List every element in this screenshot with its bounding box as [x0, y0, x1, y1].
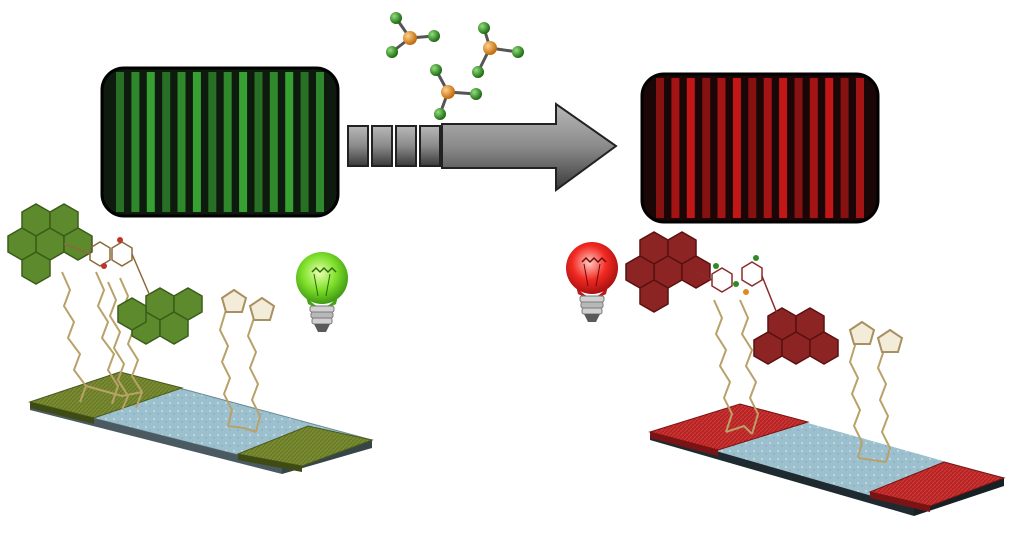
aromatic-cluster-left-top [7, 203, 93, 285]
fluorescence-stripe [223, 72, 232, 212]
fluorescence-stripe [732, 78, 741, 218]
fluorescence-stripe [254, 72, 263, 212]
fluorescence-stripe [794, 78, 803, 218]
fluorescence-stripe [146, 72, 155, 212]
fluorescence-image-red [640, 72, 880, 224]
fluorescence-stripe [162, 72, 171, 212]
fluorescence-stripe [116, 72, 124, 212]
aromatic-cluster-right-bottom [753, 307, 839, 365]
fluorescence-stripe [809, 78, 818, 218]
fluorescence-stripe [686, 78, 695, 218]
fluorescence-stripe [131, 72, 140, 212]
aromatic-cluster-left-bottom [117, 287, 203, 345]
fluorescence-stripe [779, 78, 788, 218]
fluorescence-stripe [300, 72, 309, 212]
fluorescence-stripe [285, 72, 294, 212]
fluorescence-stripes-red [656, 78, 864, 218]
fluorescence-stripe [856, 78, 864, 218]
linker-rings-right [695, 255, 779, 317]
fluorescence-stripe [763, 78, 772, 218]
fluorescence-stripe [208, 72, 217, 212]
fluorescence-stripe [840, 78, 849, 218]
fluorescence-stripe [239, 72, 248, 212]
fluorescence-stripe [702, 78, 711, 218]
fluorescence-stripe [316, 72, 324, 212]
fluorescence-stripe [656, 78, 664, 218]
fluorescence-stripe [825, 78, 834, 218]
electrode-pad-left-1 [28, 371, 184, 424]
tetrahedral-molecule-icon-3 [430, 64, 482, 120]
linker-rings-left [63, 237, 151, 297]
fluorescence-stripe [671, 78, 680, 218]
electrode-pad-right-2 [868, 461, 1006, 512]
electrode-pad-left-2 [236, 425, 374, 472]
fluorescence-image-green [100, 66, 340, 218]
fluorescence-stripe [192, 72, 201, 212]
right-arrow-icon [347, 102, 618, 192]
tetrahedral-molecule-icon-1 [386, 12, 440, 58]
molecular-chains-right [713, 299, 892, 463]
pentagon-headgroups-right [848, 320, 904, 353]
fluorescence-stripe [717, 78, 726, 218]
fluorescence-stripes-green [116, 72, 324, 212]
light-bulb-green-icon [296, 252, 348, 332]
fluorescence-stripe [269, 72, 278, 212]
tetrahedral-molecule-icon-2 [472, 22, 524, 78]
fluorescence-stripe [177, 72, 186, 212]
light-bulb-red-icon [566, 242, 618, 322]
electrode-pad-right-1 [648, 403, 810, 456]
fluorescence-stripe [748, 78, 757, 218]
pentagon-headgroups-left [220, 288, 276, 321]
